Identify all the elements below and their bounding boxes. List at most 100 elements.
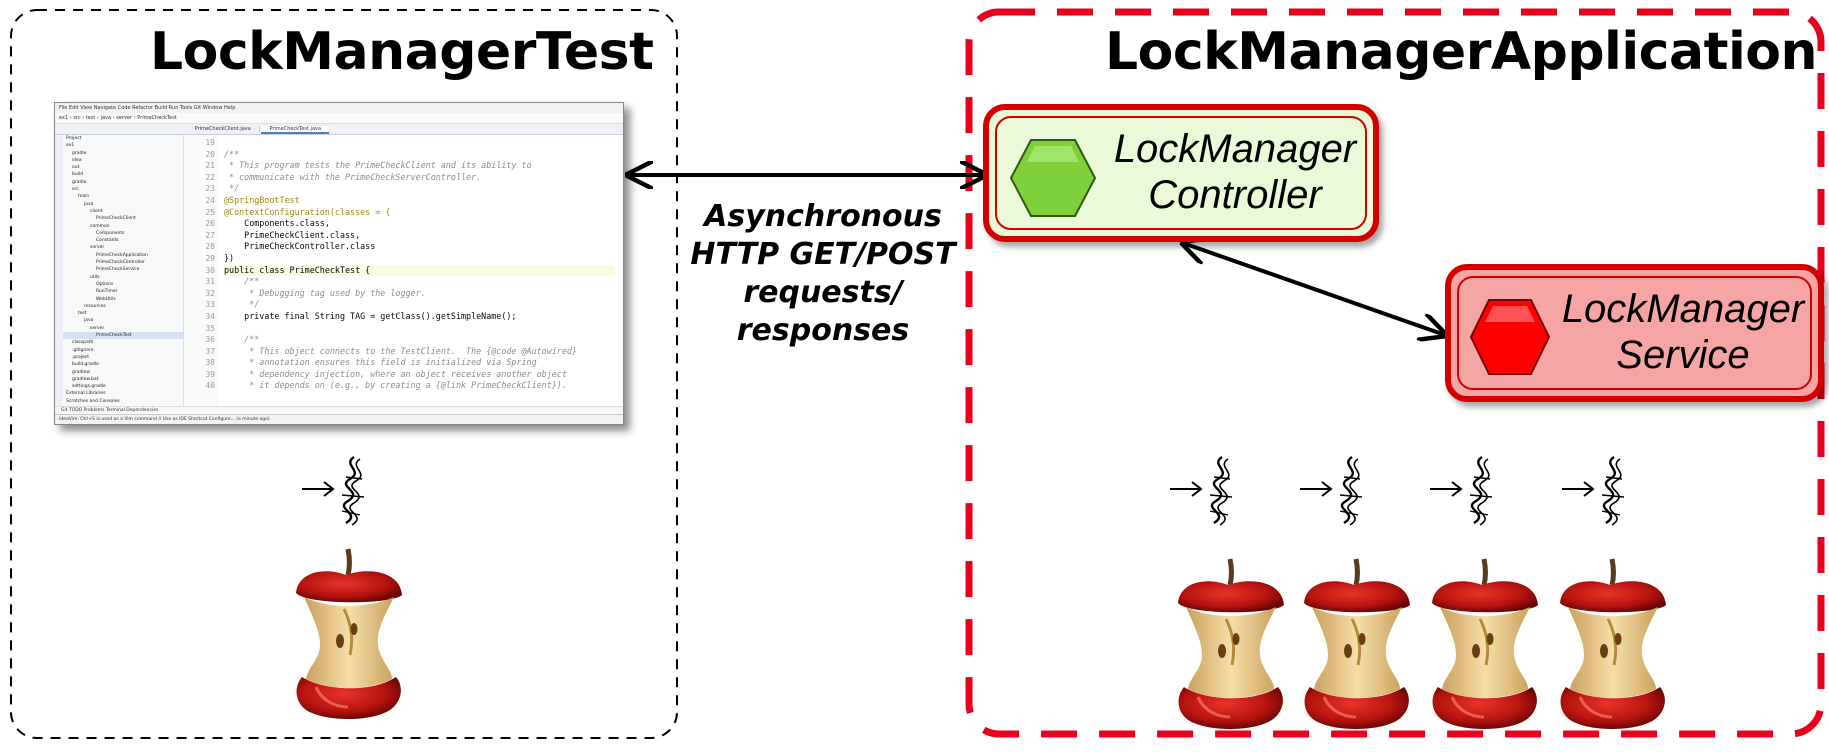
ide-tree-item: out [72,165,80,171]
ide-line-number: 34 [205,311,215,321]
thread-icon [1560,455,1626,527]
controller-service-arrow [1183,243,1445,335]
ide-tree-item: gradle [72,150,87,156]
ide-line-number: 26 [205,219,215,229]
ide-tree-item: java [84,201,94,207]
ide-line-number: 29 [205,253,215,263]
ide-tabs: PrimeCheckClient.java PrimeCheckTest.jav… [55,124,623,135]
ide-line-number: 36 [205,335,215,345]
ide-code-line: Components.class, [224,218,330,229]
ide-tree-item: build.gradle [72,362,99,368]
apple-core-icon [1178,559,1284,729]
hexagon-icon [1009,139,1097,217]
ide-line-number: 24 [205,195,215,205]
ide-code-line: /** [224,148,240,159]
ide-code-line: * This program tests the PrimeCheckClien… [224,160,532,171]
ide-tree-item: common [90,223,110,229]
ide-tab-active: PrimeCheckTest.java [261,126,330,134]
service-box: LockManager Service [1445,264,1824,402]
ide-tree-item: PrimeCheckService [96,267,140,273]
ide-tree-item: PrimeCheckTest [63,332,183,340]
ide-line-number: 35 [205,323,215,333]
ide-tree-item: Project [66,136,82,141]
ide-line-number: 22 [205,172,215,182]
thread-icon [300,455,366,527]
ide-tree-item: gradlew.bat [72,376,99,382]
controller-label-line: Controller [1148,173,1322,217]
ide-tree-item: PrimeCheckClient [96,216,136,222]
ide-status-bar: IdeaVim: Ctrl+S is used as a Vim command… [55,414,623,424]
ide-code-line: * it depends on (e.g., by creating a {@l… [224,380,567,391]
ide-code-line: @SpringBootTest [224,194,300,205]
ide-tab: PrimeCheckClient.java [186,126,260,132]
ide-tree-item: PrimeCheckController [96,260,145,266]
ide-tree-item: build [72,172,84,178]
ide-code-line: }) [224,252,235,263]
ide-code-line: /** [224,276,260,287]
ide-menu-bar: File Edit View Navigate Code Refactor Bu… [55,103,623,113]
ide-tree-item: External Libraries [66,391,106,397]
ide-tree-item: PrimeCheckApplication [96,252,148,258]
hexagon-icon [1469,299,1551,375]
ide-tree-item: client [90,208,103,214]
ide-tree-item: Components [96,230,125,236]
ide-tree-item: java [84,318,94,324]
test-panel-border [10,9,678,739]
controller-box: LockManager Controller [983,104,1379,242]
ide-line-number: 40 [205,381,215,391]
ide-tree-item: .gitignore [72,347,94,353]
protocol-line: requests/ [743,275,903,310]
ide-tree-item: server [90,325,105,331]
protocol-line: Asynchronous [704,199,942,234]
ide-tree-item: utils [90,274,100,280]
ide-tree-item: gradlew [72,369,91,375]
ide-line-number: 25 [205,207,215,217]
apple-core-icon [1432,559,1538,729]
ide-code-line: * dependency injection, where an object … [224,368,567,379]
ide-line-number: 32 [205,288,215,298]
ide-line-number: 20 [205,149,215,159]
apple-core-icon [1560,559,1666,729]
ide-code-line: /** [224,334,260,345]
apple-core-icon [1304,559,1410,729]
thread-icon [1168,455,1234,527]
ide-line-number: 28 [205,242,215,252]
service-label-line: LockManager [1561,287,1805,331]
ide-screenshot: File Edit View Navigate Code Refactor Bu… [54,102,624,425]
ide-line-number: 31 [205,277,215,287]
ide-line-number: 21 [205,161,215,171]
application-panel-title: LockManagerApplication [1105,22,1818,82]
ide-tool-windows: Git TODO Problems Terminal Dependencies [55,406,623,415]
ide-line-number: 39 [205,369,215,379]
ide-tree-item: Scratches and Consoles [66,398,120,404]
ide-tree-item: gradle [72,179,87,185]
ide-tree-item: RunTimer [96,289,118,295]
ide-code-line: */ [224,299,260,310]
ide-tree-item: server [90,245,105,251]
thread-icon [1428,455,1494,527]
ide-tree-item: WebUtils [96,296,116,302]
ide-code-line: */ [224,183,240,194]
ide-code-line [224,137,615,149]
ide-code-line: PrimeCheckClient.class, [224,229,361,240]
ide-tree-item: idea [72,157,82,163]
thread-icon [1298,455,1364,527]
ide-code-line: * This object connects to the TestClient… [224,345,577,356]
ide-tree-item: ex1 [66,143,75,149]
ide-tree-item: test [78,311,87,317]
ide-code: /** * This program tests the PrimeCheckC… [224,137,615,392]
protocol-label: Asynchronous HTTP GET/POST requests/ res… [683,198,963,350]
ide-tree-item: src [72,187,79,193]
controller-label-line: LockManager [1113,127,1357,171]
ide-code-line: private final String TAG = getClass().ge… [224,310,517,321]
service-label-line: Service [1616,333,1750,377]
ide-code-line: * annotation ensures this field is initi… [224,357,537,368]
ide-tree-item: Constants [96,238,119,244]
ide-tree-item: Options [96,281,114,287]
ide-tree-item: main [78,194,90,200]
ide-line-number: 37 [205,346,215,356]
ide-line-number: 30 [205,265,215,275]
ide-code-line: * Debugging tag used by the logger. [224,287,426,298]
